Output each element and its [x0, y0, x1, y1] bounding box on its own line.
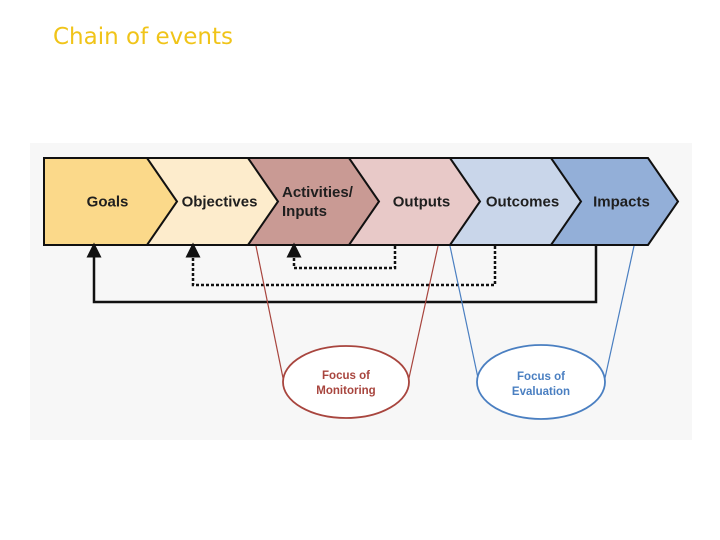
monitoring-label-line1: Focus of [322, 370, 370, 382]
evaluation-label-line2: Evaluation [512, 386, 570, 398]
focus-of-monitoring: Focus of Monitoring [255, 245, 439, 419]
chevron-objectives: Objectives [143, 157, 280, 246]
feedback-arrows [86, 242, 598, 304]
evaluation-connector-left [449, 245, 479, 379]
chevron-label-objectives: Objectives [182, 194, 258, 211]
chevron-shape-goals [43, 157, 179, 246]
chevron-label-outputs: Outputs [393, 194, 451, 211]
monitoring-ellipse [282, 345, 410, 419]
chevron-label-goals: Goals [87, 194, 129, 211]
evaluation-ellipse [476, 344, 606, 420]
monitoring-connector-left [255, 245, 284, 379]
evaluation-label-line1: Focus of [517, 371, 565, 383]
monitoring-label-line2: Monitoring [316, 385, 375, 397]
feedback-arrow-impacts-to-goals [86, 242, 598, 304]
chevron-label-activities-inputs-line2: Inputs [282, 203, 327, 220]
focus-of-evaluation: Focus of Evaluation [449, 245, 635, 420]
chevron-chain: ImpactsOutcomesOutputsActivities/InputsO… [43, 157, 680, 246]
evaluation-connector-right [604, 245, 635, 379]
chevron-label-activities-inputs-line1: Activities/ [282, 184, 354, 201]
slide-title: Chain of events [53, 24, 233, 50]
chevron-label-outcomes: Outcomes [486, 194, 559, 211]
feedback-arrow-outcomes-to-objectives [185, 242, 497, 287]
chevron-activities-inputs: Activities/Inputs [244, 157, 381, 246]
feedback-arrow-outputs-to-activities [286, 242, 397, 270]
chevron-label-impacts: Impacts [593, 194, 650, 211]
chevron-outputs: Outputs [345, 157, 482, 246]
monitoring-connector-right [408, 245, 439, 379]
chevron-goals: Goals [43, 157, 179, 246]
